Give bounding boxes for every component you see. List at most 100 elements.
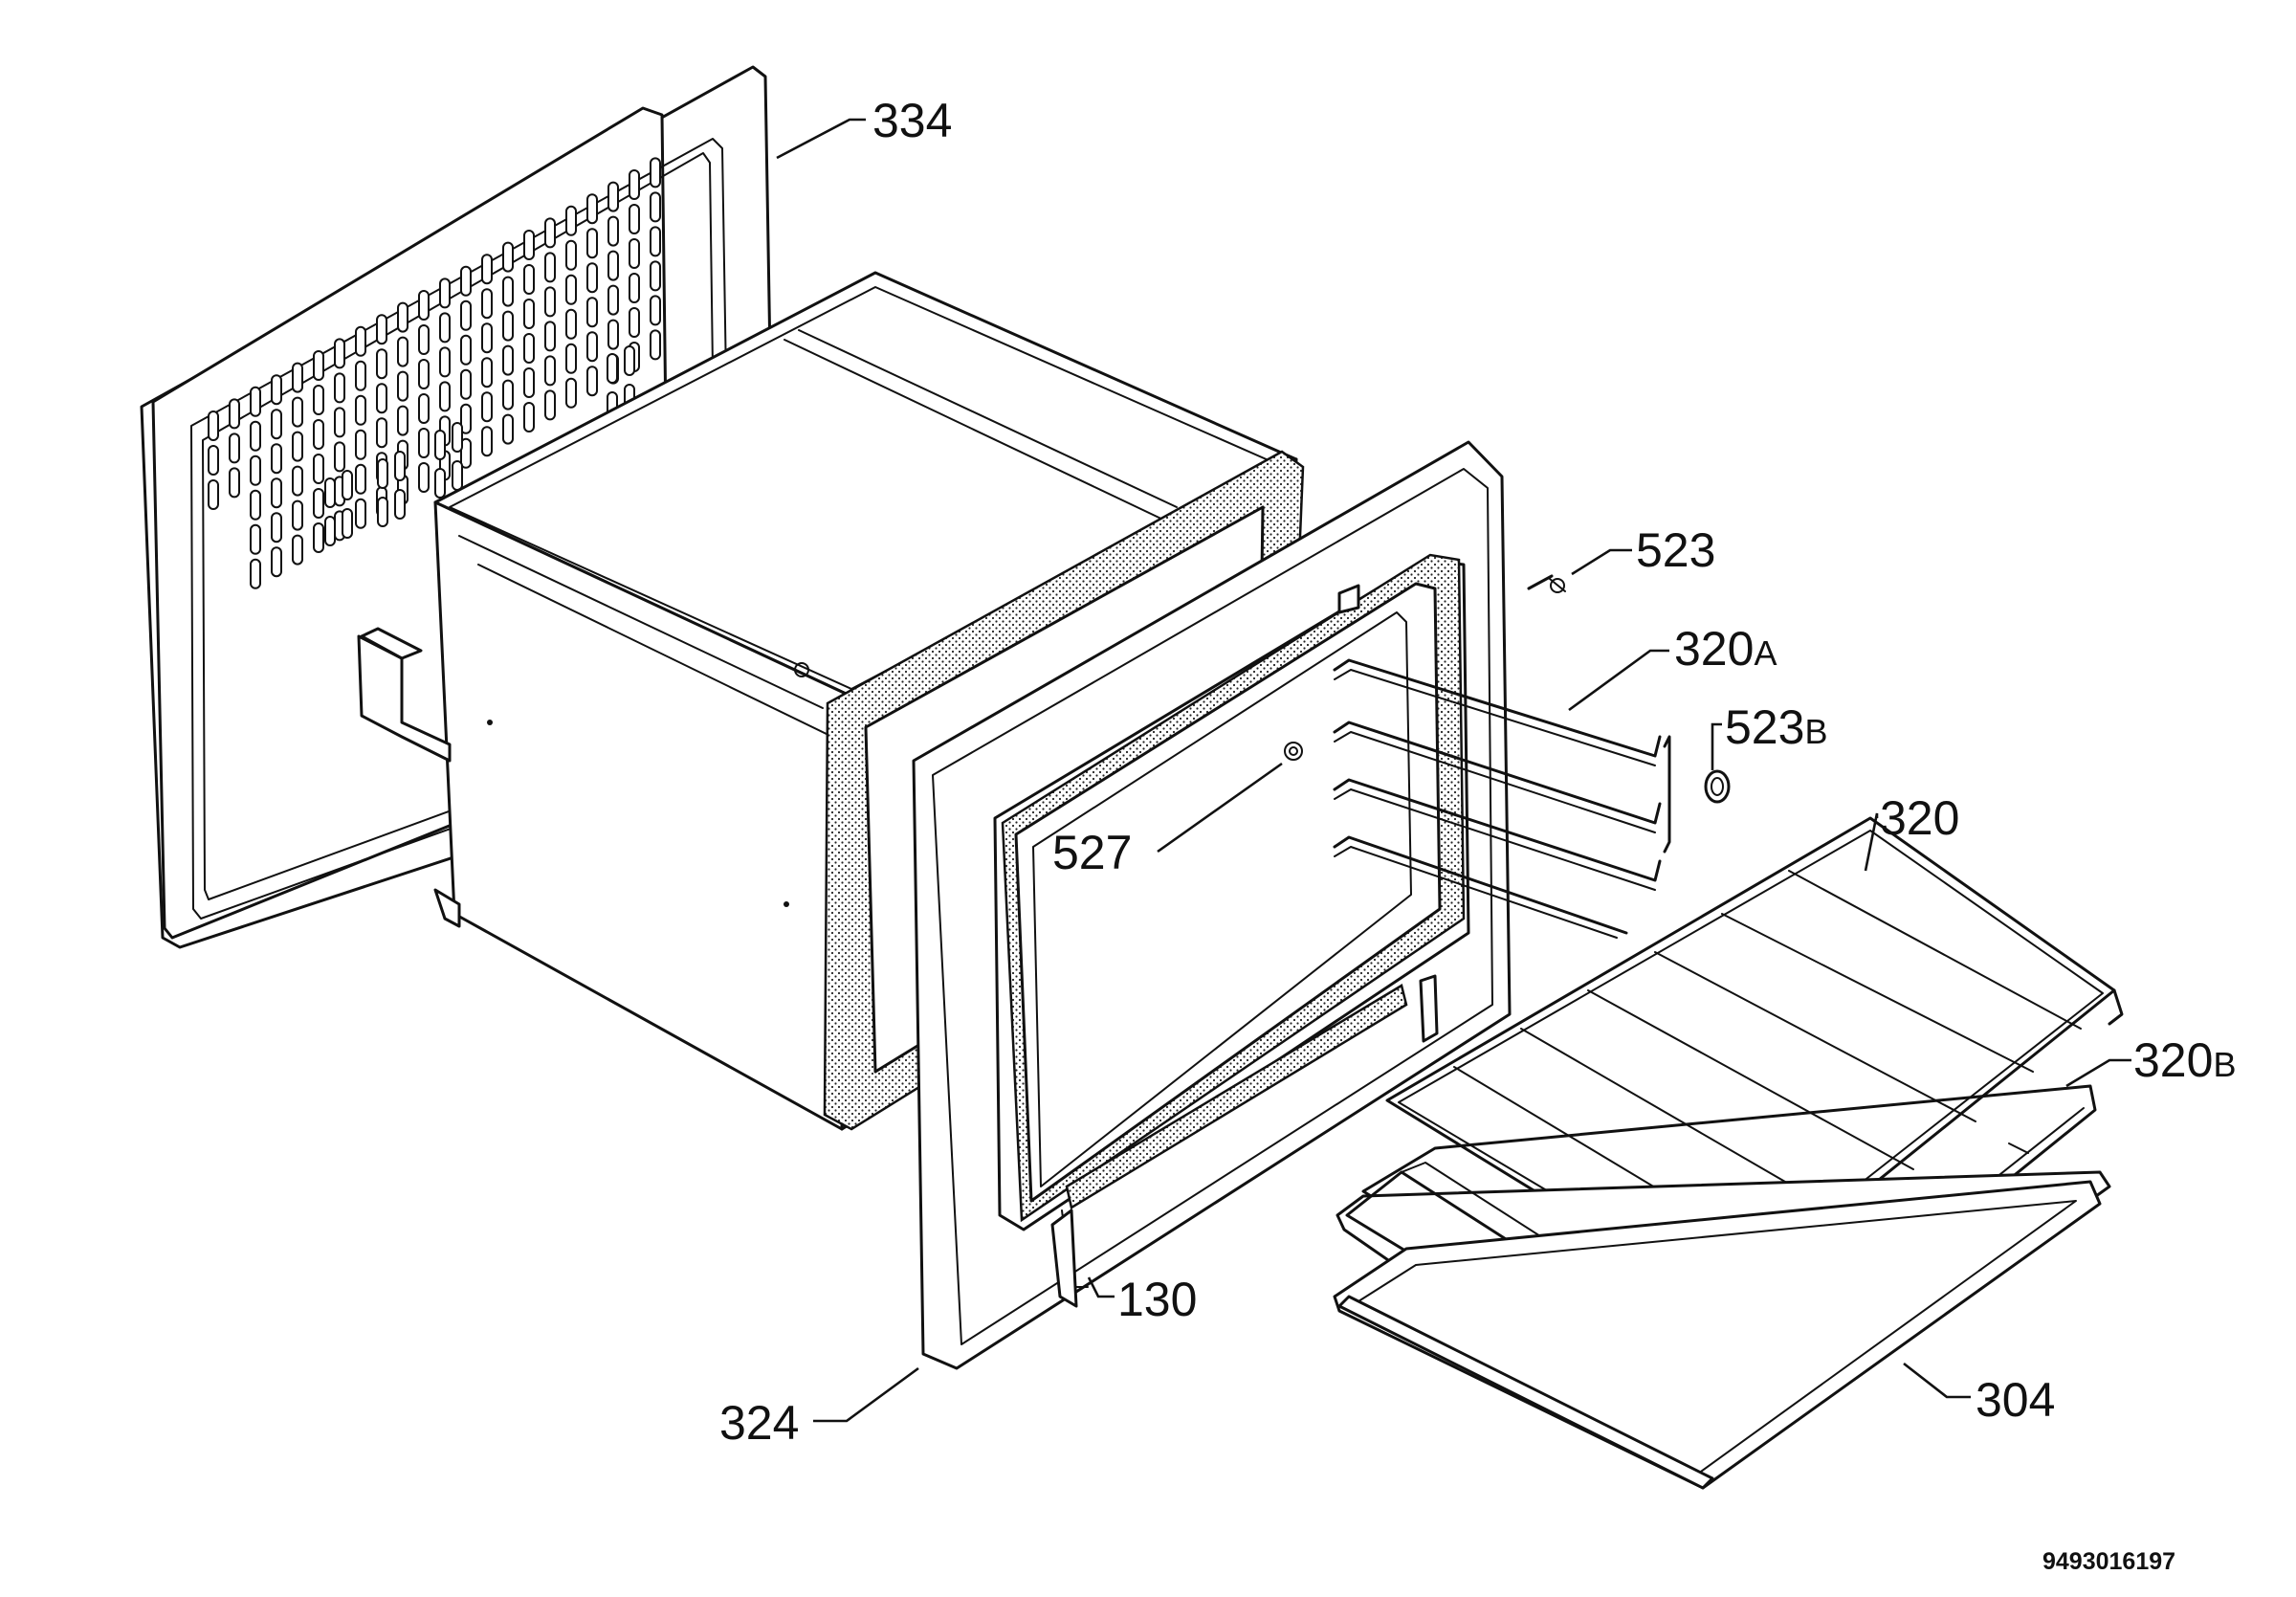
vent-slot <box>460 299 472 331</box>
vent-slot <box>434 430 446 460</box>
vent-slot <box>586 366 598 397</box>
vent-slot <box>565 343 577 374</box>
vent-slot <box>607 284 619 316</box>
leader-334 <box>776 118 866 160</box>
leader-304 <box>1903 1362 1971 1399</box>
vent-slot <box>271 546 282 578</box>
vent-slot <box>586 228 598 259</box>
vent-slot <box>292 534 303 566</box>
vent-slot <box>313 385 324 415</box>
vent-slot <box>250 420 261 452</box>
side-runner-320A <box>1663 735 1671 854</box>
label-320: 320 <box>1880 791 1959 845</box>
vent-slot <box>418 462 430 493</box>
vent-slot <box>460 368 472 400</box>
vent-slot <box>565 308 577 340</box>
vent-slot <box>271 477 282 509</box>
vent-slot <box>397 370 408 402</box>
vent-slot <box>342 508 353 539</box>
vent-slot <box>418 428 430 458</box>
vent-slot <box>544 252 556 283</box>
vent-slot <box>250 386 261 417</box>
vent-slot <box>502 344 514 376</box>
label-130: 130 <box>1117 1273 1197 1326</box>
vent-slot <box>208 479 219 510</box>
label-523: 523 <box>1636 523 1715 577</box>
shelf-runners <box>1333 658 1662 939</box>
vent-slot <box>376 348 387 380</box>
vent-slot <box>292 396 303 428</box>
vent-slot <box>565 239 577 271</box>
vent-slot <box>460 334 472 366</box>
leader-523 <box>1571 548 1632 576</box>
back-panel-vent-slots <box>208 157 661 589</box>
vent-slot <box>586 262 598 294</box>
vent-slot <box>629 238 640 269</box>
vent-slot <box>208 410 219 441</box>
vent-slot <box>439 381 451 412</box>
vent-slot <box>324 477 336 508</box>
vent-slot <box>355 463 366 495</box>
vent-slot <box>376 314 387 345</box>
vent-slot <box>452 422 463 453</box>
vent-slot <box>208 445 219 476</box>
label-527: 527 <box>1052 826 1132 879</box>
vent-slot <box>394 489 406 520</box>
vent-slot <box>650 226 661 257</box>
vent-slot <box>565 377 577 409</box>
vent-slot <box>523 299 535 329</box>
vent-slot <box>502 241 514 273</box>
vent-slot <box>607 215 619 247</box>
vent-slot <box>418 290 430 321</box>
vent-slot <box>271 409 282 440</box>
vent-slot <box>460 403 472 434</box>
front-frame-324 <box>912 440 1662 1370</box>
vent-slot <box>523 402 535 433</box>
vent-slot <box>271 443 282 475</box>
vent-slot <box>229 467 240 499</box>
vent-slot <box>523 264 535 295</box>
vent-slot <box>355 325 366 357</box>
vent-slot <box>452 460 463 491</box>
vent-slot <box>439 277 451 309</box>
vent-slot <box>355 429 366 460</box>
vent-slot <box>650 260 661 292</box>
leader-130 <box>1087 1276 1115 1298</box>
vent-slot <box>586 297 598 328</box>
vent-slot <box>523 367 535 398</box>
vent-slot <box>376 383 387 414</box>
bottom-rail-130 <box>1050 974 1439 1308</box>
vent-slot <box>250 558 261 589</box>
vent-slot <box>376 417 387 449</box>
vent-slot <box>439 346 451 378</box>
vent-slot <box>292 499 303 531</box>
vent-slot <box>544 355 556 387</box>
vent-slot <box>250 523 261 555</box>
vent-slot <box>523 230 535 260</box>
label-523B: 523B <box>1725 700 1827 754</box>
vent-slot <box>313 350 324 381</box>
vent-slot <box>502 379 514 410</box>
vent-slot <box>394 451 406 481</box>
label-334: 334 <box>872 94 952 147</box>
vent-slot <box>481 254 493 285</box>
vent-slot <box>629 204 640 234</box>
vent-slot <box>460 437 472 469</box>
vent-slot <box>313 488 324 519</box>
vent-slot <box>229 398 240 430</box>
vent-slot <box>418 393 430 424</box>
vent-slot <box>439 312 451 344</box>
vent-slot <box>629 273 640 303</box>
vent-slot <box>544 321 556 352</box>
vent-slot <box>355 360 366 391</box>
vent-slot <box>481 357 493 388</box>
vent-slot <box>292 362 303 393</box>
leader-527 <box>1157 762 1283 854</box>
vent-slot <box>377 458 388 489</box>
vent-slot <box>544 389 556 421</box>
label-320B: 320B <box>2133 1033 2236 1087</box>
vent-slot <box>565 205 577 236</box>
vent-slot <box>250 489 261 521</box>
vent-slot <box>397 301 408 333</box>
